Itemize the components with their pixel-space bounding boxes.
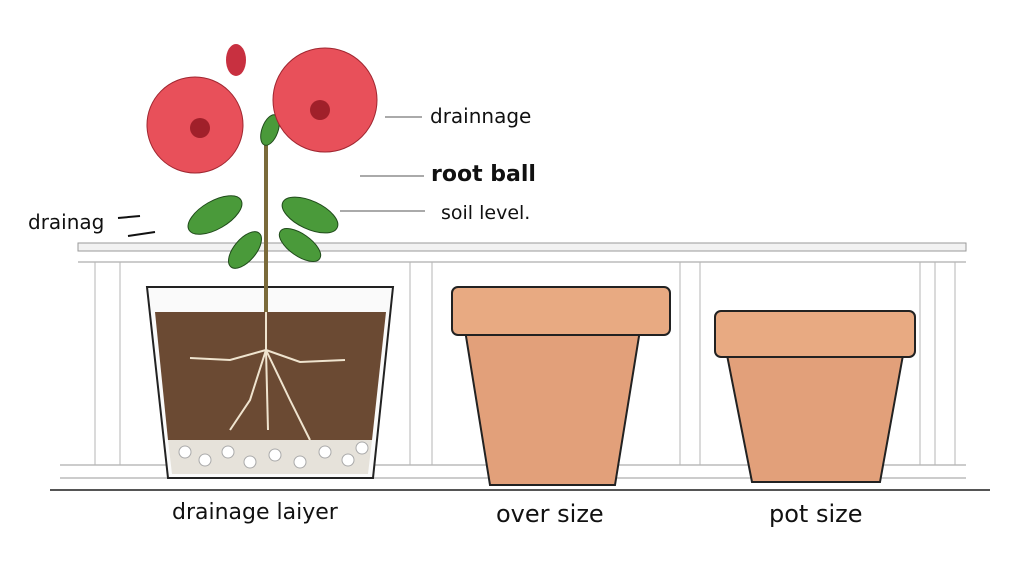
flower-left — [146, 76, 244, 174]
callout-soil-level: soil level. — [441, 202, 531, 224]
hibiscus-plant — [146, 44, 378, 312]
callout-drainnage: drainnage — [430, 104, 532, 128]
callout-drainag-left: drainag — [28, 210, 105, 234]
flower-right — [272, 47, 378, 153]
terracotta-pot-large — [451, 286, 671, 486]
glass-pot-with-roots — [145, 286, 395, 479]
callout-root-ball: root ball — [431, 162, 536, 187]
caption-drainage-layer: drainage laiyer — [172, 500, 338, 525]
flower-bud — [226, 44, 246, 76]
caption-pot-size: pot size — [769, 500, 863, 528]
terracotta-pot-small — [714, 310, 916, 483]
caption-over-size: over size — [496, 500, 604, 528]
